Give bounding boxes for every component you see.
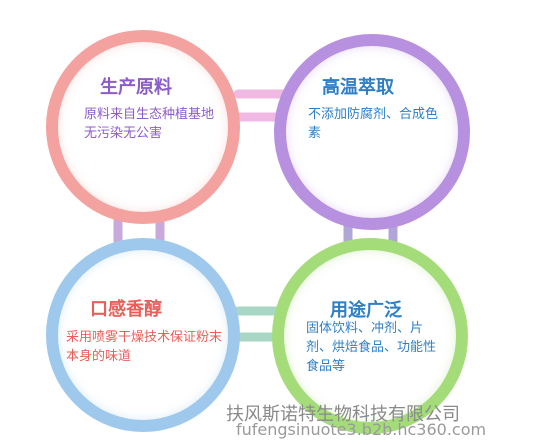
node-title-mellow-taste: 口感香醇 bbox=[90, 299, 162, 320]
node-title-wide-usage: 用途广泛 bbox=[330, 300, 402, 321]
node-desc-mellow-taste: 采用喷雾干燥技术保证粉末本身的味道 bbox=[66, 330, 223, 364]
node-title-high-temp-extraction: 高温萃取 bbox=[322, 77, 394, 98]
node-desc-wide-usage: 固体饮料、冲剂、片剂、烘焙食品、功能性食品等 bbox=[306, 321, 437, 374]
watermark-company: 扶风斯诺特生物科技有限公司 bbox=[226, 404, 460, 425]
node-title-production-materials: 生产原料 bbox=[100, 77, 172, 98]
node-desc-high-temp-extraction: 不添加防腐剂、合成色素 bbox=[308, 107, 439, 141]
watermark-site: fufengsinuote3.b2b.hc360.com bbox=[236, 420, 487, 439]
circle-mellow-taste bbox=[46, 238, 240, 432]
node-desc-production-materials: 原料来自生态种植基地无污染无公害 bbox=[84, 107, 215, 141]
